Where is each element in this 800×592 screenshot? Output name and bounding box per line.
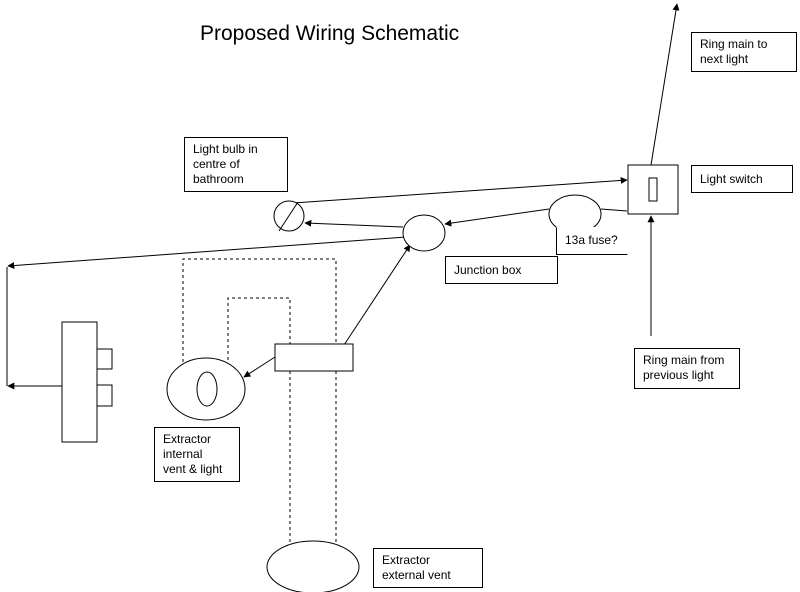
label-fuse: 13a fuse? (556, 227, 628, 255)
dashed-cable-runs (182, 258, 337, 545)
extractor-external-symbol (266, 540, 360, 592)
diagram-title: Proposed Wiring Schematic (200, 22, 460, 45)
label-light-bulb: Light bulb in centre of bathroom (184, 137, 288, 192)
label-extractor-internal: Extractor internal vent & light (154, 427, 240, 482)
wire-fan-unit-to-junction (343, 244, 411, 346)
fan-isolator-box (274, 343, 354, 372)
double-socket-body (61, 321, 98, 443)
wires (6, 3, 680, 390)
extractor-internal-inner (196, 371, 218, 407)
double-socket-outlet-2 (96, 384, 113, 407)
wire-junction-to-bulb (304, 219, 404, 228)
light-bulb-slash (278, 201, 299, 232)
label-junction-box: Junction box (445, 256, 558, 284)
junction-box-symbol (402, 214, 446, 252)
label-ring-main-prev: Ring main from previous light (634, 348, 740, 389)
wire-fuse-to-junction (444, 208, 550, 227)
wire-fan-unit-to-extractor (243, 356, 276, 378)
light-switch-toggle (648, 177, 658, 202)
label-light-switch: Light switch (691, 165, 793, 193)
wire-to-next-light (650, 3, 680, 166)
label-extractor-external: Extractor external vent (373, 548, 483, 588)
wire-bulb-to-switch (292, 176, 628, 204)
wire-switch-to-fuse (600, 208, 628, 212)
double-socket-outlet-1 (96, 348, 113, 370)
wire-junction-to-left (7, 236, 407, 270)
label-ring-main-next: Ring main to next light (691, 32, 797, 72)
